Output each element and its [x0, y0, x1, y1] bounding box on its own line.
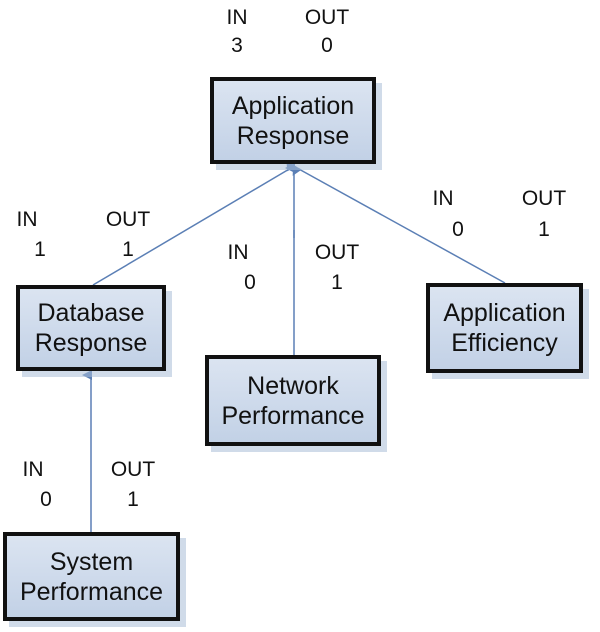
- db-response-out-count: 1: [122, 238, 134, 261]
- network-out-count: 1: [331, 271, 343, 294]
- node-label-line2: Performance: [221, 401, 365, 430]
- app-response-out-count: 0: [321, 34, 333, 57]
- system-out-label: OUT: [110, 458, 156, 481]
- db-response-in-count: 1: [34, 238, 46, 261]
- edge-efficiency-to-app-response: [292, 164, 506, 284]
- node-label-line1: Network: [247, 371, 339, 400]
- node-label-line1: Database: [37, 299, 145, 327]
- network-in-count: 0: [244, 271, 256, 294]
- node-application-efficiency[interactable]: Application Efficiency: [426, 283, 583, 373]
- efficiency-in-count: 0: [452, 218, 464, 241]
- network-in-label: IN: [227, 241, 249, 264]
- node-label-line2: Response: [34, 329, 148, 357]
- db-response-out-label: OUT: [105, 208, 151, 231]
- node-label-line1: System: [49, 547, 134, 576]
- node-network-performance[interactable]: Network Performance: [205, 355, 381, 446]
- network-out-label: OUT: [314, 241, 360, 264]
- system-out-count: 1: [127, 488, 139, 511]
- app-response-in-count: 3: [231, 34, 243, 57]
- app-response-out-label: OUT: [304, 6, 350, 29]
- node-label-line2: Response: [236, 121, 350, 150]
- node-system-performance[interactable]: System Performance: [3, 532, 180, 621]
- node-label-line1: Application: [443, 299, 566, 327]
- node-label-line1: Application: [231, 91, 355, 120]
- app-response-in-label: IN: [226, 6, 248, 29]
- node-database-response[interactable]: Database Response: [16, 285, 166, 371]
- efficiency-in-label: IN: [432, 187, 454, 210]
- node-label-line2: Performance: [19, 577, 164, 606]
- system-in-count: 0: [40, 488, 52, 511]
- efficiency-out-label: OUT: [521, 187, 567, 210]
- node-label-line2: Efficiency: [451, 329, 558, 357]
- edge-db-to-app-response: [92, 160, 296, 286]
- node-application-response[interactable]: Application Response: [210, 77, 376, 164]
- db-response-in-label: IN: [16, 208, 38, 231]
- efficiency-out-count: 1: [538, 218, 550, 241]
- system-in-label: IN: [22, 458, 44, 481]
